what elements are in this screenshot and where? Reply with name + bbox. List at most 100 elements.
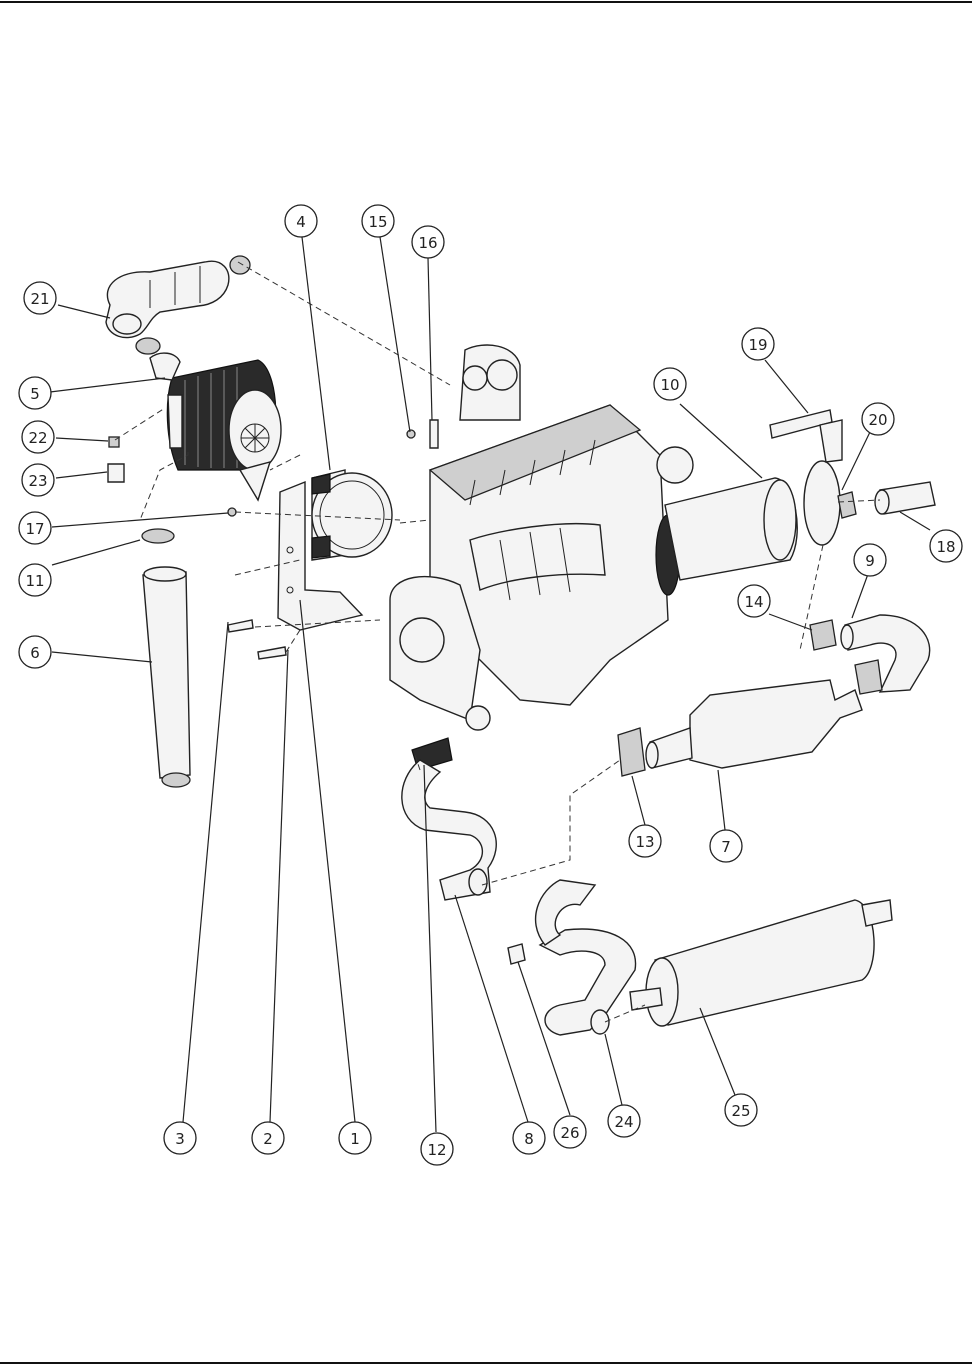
callout-16-label: 16	[418, 234, 437, 252]
callout-5-label: 5	[30, 385, 40, 403]
callout-13-label: 13	[635, 833, 654, 851]
callout-6: 6	[18, 635, 52, 669]
leader-19	[764, 359, 809, 414]
engine	[389, 344, 694, 731]
callout-20: 20	[861, 402, 895, 436]
washer-17	[227, 507, 237, 517]
catalytic-converter	[645, 679, 863, 769]
callout-11: 11	[18, 563, 52, 597]
callout-24-label: 24	[614, 1113, 633, 1131]
leader-14	[768, 613, 813, 631]
leader-22	[55, 437, 109, 442]
leader-20	[841, 431, 871, 491]
assembly-lines	[114, 261, 881, 1023]
callout-7: 7	[709, 829, 743, 863]
callout-18: 18	[929, 529, 963, 563]
callout-4: 4	[284, 204, 318, 238]
callout-13: 13	[628, 824, 662, 858]
callout-9-label: 9	[865, 552, 875, 570]
leader-13	[631, 775, 646, 826]
callout-10-label: 10	[660, 376, 679, 394]
callout-12-label: 12	[427, 1141, 446, 1159]
clamp-11	[141, 528, 175, 544]
clamp-upper-7	[854, 659, 883, 695]
clamp-20	[837, 491, 857, 519]
page-bottom-rule	[0, 1362, 972, 1364]
callout-21: 21	[23, 281, 57, 315]
air-cleaner	[149, 352, 282, 502]
leader-9	[851, 573, 869, 619]
fan-shroud	[311, 469, 393, 561]
callout-8: 8	[512, 1121, 546, 1155]
parts-artwork	[105, 255, 936, 1036]
leader-17	[51, 512, 229, 528]
intake-hose	[105, 255, 251, 355]
plug-23	[107, 463, 125, 483]
callout-1: 1	[338, 1121, 372, 1155]
intake-tube	[142, 566, 191, 788]
upper-muffler	[664, 477, 798, 581]
leader-25	[699, 1007, 736, 1096]
callout-20-label: 20	[868, 411, 887, 429]
leader-23	[55, 471, 108, 479]
lower-muffler	[629, 899, 893, 1027]
callout-26-label: 26	[560, 1124, 579, 1142]
exhaust-pipe-8	[401, 759, 497, 901]
callout-10: 10	[653, 367, 687, 401]
leader-7	[717, 769, 726, 831]
exhaust-pipe-24	[534, 879, 637, 1036]
callout-8-label: 8	[524, 1130, 534, 1148]
leader-12	[423, 764, 437, 1133]
callout-26: 26	[553, 1115, 587, 1149]
exhaust-pipe-9	[840, 614, 931, 693]
leader-6	[51, 651, 153, 663]
fitting-22	[108, 436, 120, 448]
callout-2-label: 2	[263, 1130, 273, 1148]
leader-24	[604, 1033, 623, 1106]
callout-24: 24	[607, 1104, 641, 1138]
bracket-19-leg	[819, 419, 843, 463]
flange-20	[803, 460, 841, 546]
leader-15	[379, 236, 411, 433]
callout-16: 16	[411, 225, 445, 259]
leader-4	[301, 236, 331, 471]
callout-15: 15	[361, 204, 395, 238]
mounting-bracket	[277, 480, 364, 631]
callout-19: 19	[741, 327, 775, 361]
bolt-2	[257, 646, 287, 660]
callout-15-label: 15	[368, 213, 387, 231]
page-top-rule	[0, 1, 972, 3]
leader-2	[269, 649, 289, 1123]
leader-10	[679, 403, 763, 479]
leader-26	[517, 961, 571, 1116]
callout-2: 2	[251, 1121, 285, 1155]
callout-3: 3	[163, 1121, 197, 1155]
callout-18-label: 18	[936, 538, 955, 556]
callout-9: 9	[853, 543, 887, 577]
leader-5	[49, 377, 166, 393]
leader-18	[899, 511, 931, 531]
callout-11-label: 11	[25, 572, 44, 590]
leader-11	[51, 539, 141, 566]
callout-21-label: 21	[30, 290, 49, 308]
callout-12: 12	[420, 1132, 454, 1166]
callout-5: 5	[18, 376, 52, 410]
leader-16	[427, 257, 433, 421]
leader-3	[182, 621, 229, 1123]
callout-25: 25	[724, 1093, 758, 1127]
tailpipe-18	[874, 481, 936, 515]
callout-14: 14	[737, 584, 771, 618]
leader-21	[57, 304, 111, 319]
clamp-14	[809, 619, 837, 651]
callout-4-label: 4	[296, 213, 306, 231]
callout-17: 17	[18, 511, 52, 545]
plug-26	[507, 943, 526, 965]
leader-lines	[49, 236, 931, 1133]
leader-1	[299, 599, 356, 1123]
callout-23: 23	[21, 463, 55, 497]
callout-17-label: 17	[25, 520, 44, 538]
clamp-13	[617, 727, 646, 777]
washer-15	[406, 429, 416, 439]
callout-23-label: 23	[28, 472, 47, 490]
